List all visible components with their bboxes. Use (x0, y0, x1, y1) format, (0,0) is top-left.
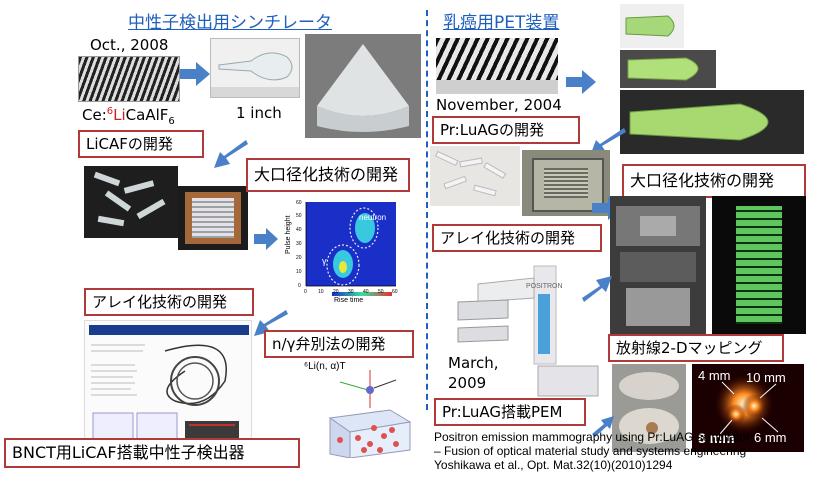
y-tick: 10 (296, 269, 302, 275)
date-2009-line2: 2009 (448, 374, 487, 392)
pem-device-photo: POSITRON (438, 254, 608, 406)
pem-box: Pr:LuAG搭載PEM (434, 398, 586, 426)
green-crystal-photo-2 (620, 50, 716, 88)
up-right-arrow-icon (582, 276, 612, 302)
right-arrow-icon (254, 228, 278, 250)
plot-y-ticks: 0 10 20 30 40 50 60 (296, 200, 302, 289)
inch-label: 1 inch (236, 104, 282, 122)
compound-rest: CaAlF (125, 106, 169, 124)
ruler-crystal-photo (78, 56, 180, 102)
x-tick: 10 (318, 289, 324, 295)
plot-ylabel: Pulse height (285, 215, 292, 254)
down-left-arrow-icon (214, 140, 248, 168)
large-crystal-photo (305, 34, 421, 138)
right-arrow-icon (566, 70, 596, 94)
pem-head-equipment-photo (610, 196, 706, 334)
reference-citation: Positron emission mammography using Pr:L… (434, 430, 810, 472)
x-tick: 30 (348, 289, 354, 295)
luag-development-box: Pr:LuAGの開発 (432, 116, 580, 144)
compound-subscript: 6 (168, 116, 175, 127)
small-crystal-photo (210, 38, 300, 98)
reference-line: Yoshikawa et al., Opt. Mat.32(10)(2010)1… (434, 458, 673, 472)
licaf-development-box: LiCAFの開発 (78, 130, 204, 158)
green-crystal-photo-3 (620, 90, 804, 154)
reference-line: – Fusion of optical material study and s… (434, 444, 747, 458)
psd-plot-svg: neutron γ Pulse height Rise time 0 10 20… (285, 200, 398, 304)
right-arrow-icon (180, 62, 210, 86)
compound-label: Ce:6LiCaAlF6 (82, 106, 175, 127)
reference-line: Positron emission mammography using Pr:L… (434, 430, 751, 444)
plot-x-ticks: 0 10 20 30 40 50 60 (304, 289, 398, 295)
right-section-title: 乳癌用PET装置 (443, 13, 560, 33)
mm-label-4: 4 mm (698, 368, 731, 383)
reaction-schematic: ⁶Li(n, α)T (300, 358, 420, 458)
crystal-pieces-photo (84, 166, 178, 238)
bnct-licaf-detector-box: BNCT用LiCAF搭載中性子検出器 (4, 438, 300, 468)
up-right-arrow-icon (592, 416, 614, 437)
isotope-symbol: Li (113, 106, 126, 124)
y-tick: 40 (296, 227, 302, 233)
right-date-2004: November, 2004 (436, 96, 562, 114)
n-gamma-discrimination-box: n/γ弁別法の開発 (264, 330, 414, 358)
right-array-box: アレイ化技術の開発 (432, 224, 602, 252)
y-tick: 60 (296, 200, 302, 206)
radiation-mapping-box: 放射線2-Dマッピング (608, 334, 784, 362)
x-tick: 40 (363, 289, 369, 295)
plot-xlabel: Rise time (334, 297, 363, 304)
radiation-hotspot-image: 4 mm 10 mm 8 mm 6 mm (692, 364, 804, 452)
date-2009-line1: March, (448, 354, 499, 372)
down-left-arrow-icon (590, 128, 626, 156)
luag-rods-photo (430, 146, 520, 206)
array-detector-photo (178, 186, 248, 250)
x-tick: 50 (378, 289, 384, 295)
mm-label-10: 10 mm (746, 370, 786, 385)
y-tick: 20 (296, 255, 302, 261)
x-tick: 20 (333, 289, 339, 295)
left-array-box: アレイ化技術の開発 (84, 288, 254, 316)
reaction-label: ⁶Li(n, α)T (304, 361, 346, 372)
phantom-sample-photo (612, 364, 686, 452)
device-brand-label: POSITRON (526, 283, 563, 290)
green-crystal-photo-1 (620, 4, 684, 48)
mm-label-6: 6 mm (754, 430, 787, 445)
x-tick: 60 (392, 289, 398, 295)
left-large-diameter-box: 大口径化技術の開発 (246, 158, 410, 192)
y-tick: 50 (296, 213, 302, 219)
gamma-label: γ (322, 256, 327, 266)
bnct-detector-document-photo (84, 320, 252, 452)
section-divider (426, 10, 428, 410)
down-left-arrow-icon (254, 310, 288, 336)
x-tick: 0 (304, 289, 307, 295)
compound-prefix: Ce: (82, 106, 107, 124)
mm-label-8: 8 mm (698, 430, 735, 446)
psd-plot: neutron γ Pulse height Rise time 0 10 20… (282, 194, 410, 304)
luag-ruler-photo (436, 38, 558, 94)
y-tick: 0 (298, 283, 301, 289)
right-large-diameter-box: 大口径化技術の開発 (622, 164, 806, 198)
y-tick: 30 (296, 241, 302, 247)
green-array-image (712, 196, 806, 334)
neutron-label: neutron (359, 213, 386, 222)
left-section-title: 中性子検出用シンチレータ (128, 13, 332, 33)
left-date-label: Oct., 2008 (90, 36, 169, 54)
isotope-mass: 6 (106, 106, 114, 117)
